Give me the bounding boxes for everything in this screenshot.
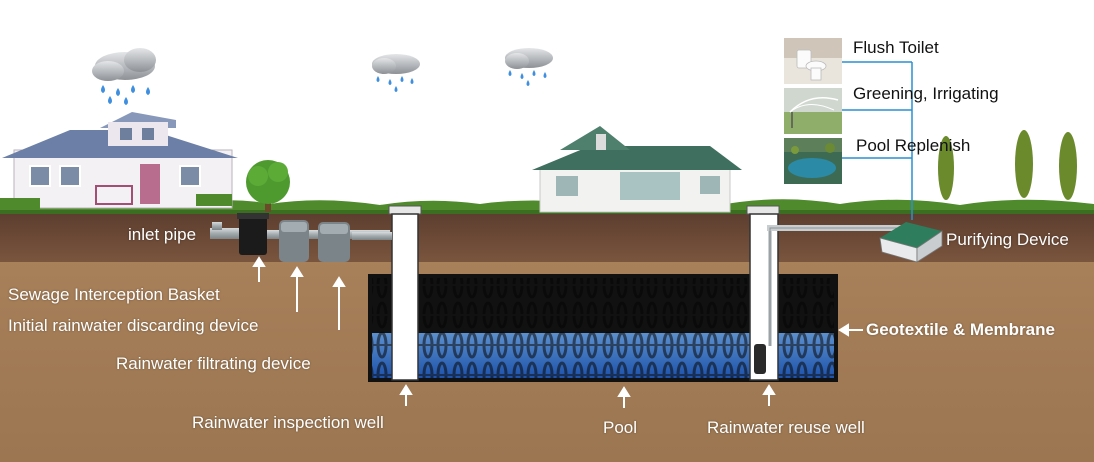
purifying-label: Purifying Device bbox=[946, 230, 1069, 249]
filtrating-label: Rainwater filtrating device bbox=[116, 354, 311, 373]
reuse-well-label: Rainwater reuse well bbox=[707, 418, 865, 437]
cloud-rain-icon bbox=[92, 48, 156, 105]
pond-icon bbox=[784, 138, 842, 184]
villa-icon bbox=[532, 126, 742, 213]
inspection-well bbox=[388, 205, 422, 381]
reuse-well bbox=[746, 205, 780, 381]
inspection-well-label: Rainwater inspection well bbox=[192, 413, 384, 432]
geotextile-label: Geotextile & Membrane bbox=[866, 320, 1055, 339]
filtrating-device bbox=[318, 222, 350, 262]
cloud-rain-icon bbox=[372, 54, 420, 92]
use-lines bbox=[842, 61, 913, 220]
sprinkler-icon bbox=[784, 88, 842, 134]
pump bbox=[754, 344, 766, 374]
tree-icon bbox=[246, 160, 290, 212]
inlet-pipe-label: inlet pipe bbox=[128, 225, 197, 244]
sewage-basket-label: Sewage Interception Basket bbox=[8, 285, 220, 304]
inlet-pipe bbox=[210, 228, 250, 239]
cloud-rain-icon bbox=[505, 48, 553, 86]
toilet-icon bbox=[784, 38, 842, 84]
initial-discard-label: Initial rainwater discarding device bbox=[8, 316, 259, 335]
use-label-pool: Pool Replenish bbox=[856, 136, 971, 155]
use-label-greening: Greening, Irrigating bbox=[853, 84, 999, 103]
initial-discard-device bbox=[279, 220, 309, 262]
purifying-device bbox=[879, 222, 943, 263]
tree-icon bbox=[938, 130, 1077, 200]
house-icon bbox=[0, 112, 238, 210]
sewage-basket bbox=[237, 213, 269, 255]
pool-label: Pool bbox=[603, 418, 638, 437]
pointer-arrows bbox=[252, 256, 863, 408]
use-label-toilet: Flush Toilet bbox=[853, 38, 939, 57]
